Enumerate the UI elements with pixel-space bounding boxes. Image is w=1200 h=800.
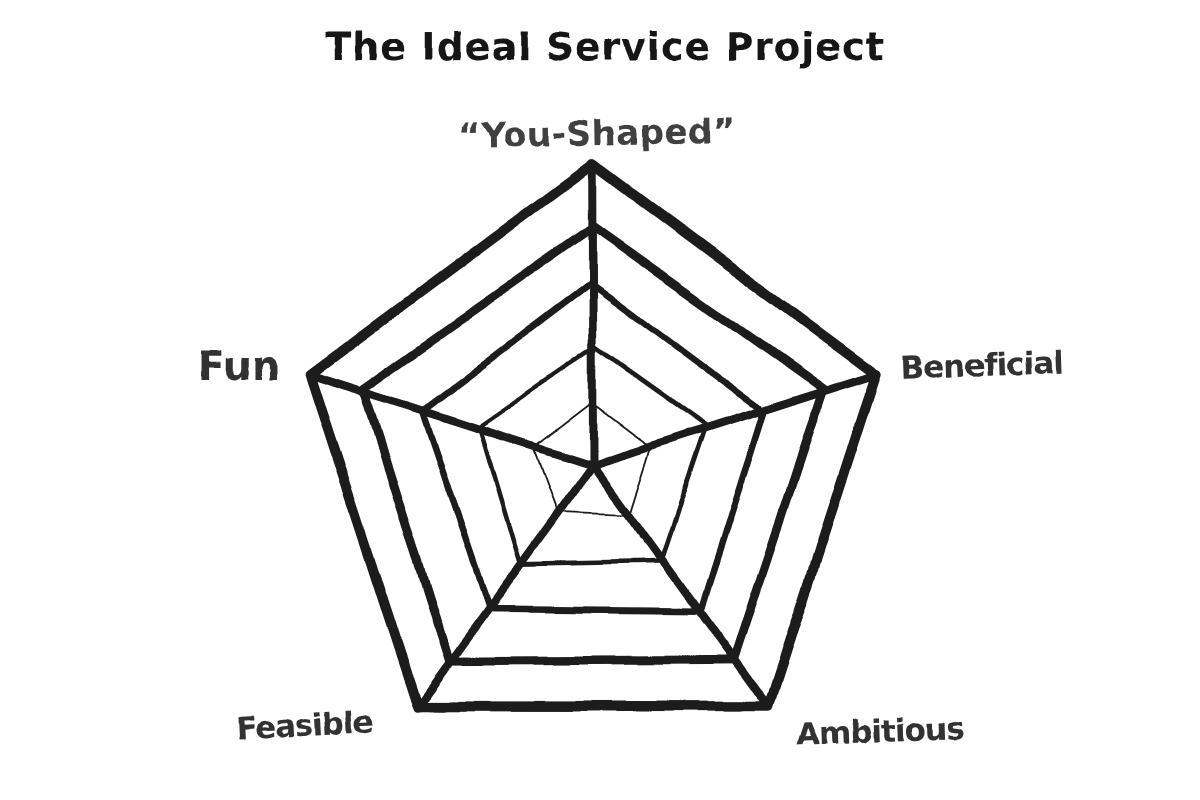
axis-label-ambitious: Ambitious — [795, 711, 964, 753]
grid-ring-level-2 — [477, 344, 710, 567]
grid-ring-level-3 — [418, 280, 767, 614]
grid-ring-level-4 — [359, 222, 828, 666]
axis-label-feasible: Feasible — [235, 704, 373, 747]
axis-label-fun: Fun — [198, 344, 280, 390]
axis-label-beneficial: Beneficial — [900, 345, 1064, 387]
axis-spoke-fun — [305, 370, 597, 469]
axis-spoke-ambitious — [589, 461, 773, 711]
axis-spoke-you-shaped — [588, 160, 597, 469]
grid-ring-level-5 — [304, 159, 882, 712]
axis-spoke-feasible — [414, 461, 597, 711]
pentagon-grid — [304, 159, 882, 712]
axis-label-you-shaped: “You-Shaped” — [458, 112, 737, 157]
page-title: The Ideal Service Project — [325, 25, 884, 69]
grid-ring-level-1 — [533, 401, 653, 516]
axis-spoke-beneficial — [589, 370, 881, 469]
